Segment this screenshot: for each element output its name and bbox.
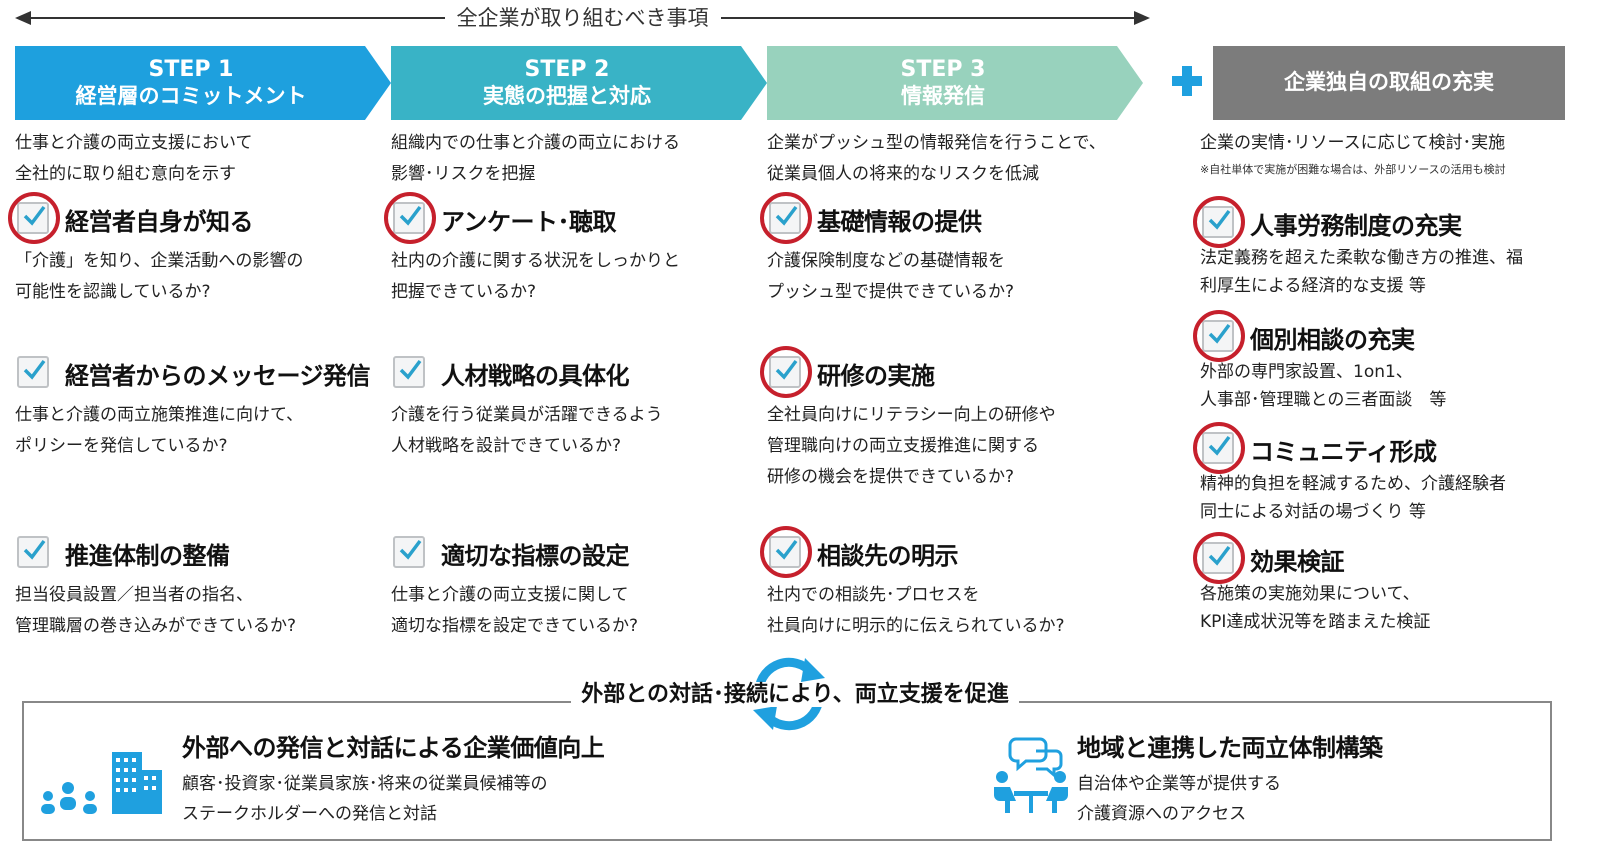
extra-item: 人事労務制度の充実 法定義務を超えた柔軟な働き方の推進、福利厚生による経済的な支… [1193,196,1523,300]
checklist-item: 相談先の明示 社内での相談先･プロセスを社員向けに明示的に伝えられているか? [760,526,1065,642]
item-title: 個別相談の充実 [1250,326,1415,354]
item-title: 経営者自身が知る [65,208,254,236]
plus-icon [1172,66,1202,96]
external-communication-block: 外部への発信と対話による企業価値向上 顧客･投資家･従業員家族･将来の従業員候補… [182,728,605,829]
checkbox-icon [17,356,49,388]
item-title: 適切な指標の設定 [441,542,630,570]
step2-column: 組織内での仕事と介護の両立における影響･リスクを把握 アンケート･聴取 社内の介… [384,128,761,636]
highlight-ring-icon [760,192,812,244]
bottom-left-title: 外部への発信と対話による企業価値向上 [182,734,605,762]
checkbox-icon [17,536,49,568]
bottom-right-title: 地域と連携した両立体制構築 [1077,734,1383,762]
bottom-right-desc: 自治体や企業等が提供する介護資源へのアクセス [1077,774,1281,824]
item-title: 経営者からのメッセージ発信 [65,362,371,390]
extra-item: 効果検証 各施策の実施効果について、KPI達成状況等を踏まえた検証 [1193,532,1431,636]
people-building-icon [41,752,162,814]
item-desc: 担当役員設置／担当者の指名、管理職層の巻き込みができているか? [15,585,297,636]
item-desc: 外部の専門家設置、1on1、人事部･管理職との三者面談 等 [1200,362,1447,410]
step3-intro: 企業がプッシュ型の情報発信を行うことで、従業員個人の将来的なリスクを低減 [767,133,1106,184]
bottom-title: 外部との対話･接続により、両立支援を促進 [0,676,1590,708]
checklist-item: 人材戦略の具体化 介護を行う従業員が活躍できるよう人材戦略を設計できているか? [391,350,663,462]
checkbox-icon [393,356,425,388]
step2-intro: 組織内での仕事と介護の両立における影響･リスクを把握 [391,133,680,184]
item-title: 効果検証 [1250,548,1345,576]
item-desc: 社内の介護に関する状況をしっかりと把握できているか? [391,251,680,302]
highlight-ring-icon [384,192,436,244]
item-title: アンケート･聴取 [441,208,617,236]
highlight-ring-icon [1193,196,1245,248]
item-desc: 介護を行う従業員が活躍できるよう人材戦略を設計できているか? [391,405,663,456]
checklist-item: 推進体制の整備 担当役員設置／担当者の指名、管理職層の巻き込みができているか? [15,530,296,642]
step3-header: STEP 3 情報発信 [767,46,1145,120]
meeting-table-icon [994,737,1068,813]
step3-number: STEP 3 [900,56,986,82]
item-desc: 「介護」を知り、企業活動への影響の可能性を認識しているか? [15,251,304,302]
highlight-ring-icon [760,346,812,398]
highlight-ring-icon [760,526,812,578]
checklist-item: 研修の実施 全社員向けにリテラシー向上の研修や管理職向けの両立支援推進に関する研… [760,346,1056,493]
step1-title: 経営層のコミットメント [75,83,307,108]
checkbox-icon [393,536,425,568]
step1-header: STEP 1 経営層のコミットメント [15,46,393,120]
bottom-left-desc: 顧客･投資家･従業員家族･将来の従業員候補等のステークホルダーへの発信と対話 [182,774,548,824]
step1-column: 仕事と介護の両立支援において全社的に取り組む意向を示す 経営者自身が知る 「介護… [8,128,385,636]
step3-column: 企業がプッシュ型の情報発信を行うことで、従業員個人の将来的なリスクを低減 基礎情… [760,128,1157,636]
item-desc: 社内での相談先･プロセスを社員向けに明示的に伝えられているか? [767,585,1065,636]
checklist-item: 適切な指標の設定 仕事と介護の両立支援に関して適切な指標を設定できているか? [391,530,638,642]
item-desc: 仕事と介護の両立支援に関して適切な指標を設定できているか? [391,585,639,636]
item-desc: 精神的負担を軽減するため、介護経験者同士による対話の場づくり 等 [1200,474,1506,522]
extra-item: 個別相談の充実 外部の専門家設置、1on1、人事部･管理職との三者面談 等 [1193,310,1447,414]
extra-column: 企業の実情･リソースに応じて検討･実施 ※自社単体で実施が困難な場合は、外部リソ… [1193,128,1590,632]
highlight-ring-icon [1193,422,1245,474]
item-desc: 仕事と介護の両立施策推進に向けて、ポリシーを発信しているか? [15,405,304,456]
item-desc: 全社員向けにリテラシー向上の研修や管理職向けの両立支援推進に関する研修の機会を提… [767,405,1056,487]
extra-item: コミュニティ形成 精神的負担を軽減するため、介護経験者同士による対話の場づくり … [1193,422,1506,526]
step1-intro: 仕事と介護の両立支援において全社的に取り組む意向を示す [15,133,253,184]
highlight-ring-icon [8,192,60,244]
checklist-item: 経営者自身が知る 「介護」を知り、企業活動への影響の可能性を認識しているか? [8,192,304,308]
extra-intro: 企業の実情･リソースに応じて検討･実施 [1200,133,1506,153]
checklist-item: アンケート･聴取 社内の介護に関する状況をしっかりと把握できているか? [384,192,680,308]
item-title: 研修の実施 [817,362,935,390]
item-desc: 法定義務を超えた柔軟な働き方の推進、福利厚生による経済的な支援 等 [1200,248,1523,296]
step2-header: STEP 2 実態の把握と対応 [391,46,769,120]
highlight-ring-icon [1193,532,1245,584]
item-title: 人材戦略の具体化 [441,362,630,390]
step1-number: STEP 1 [148,56,234,82]
extra-title: 企業独自の取組の充実 [1284,70,1494,95]
regional-collaboration-block: 地域と連携した両立体制構築 自治体や企業等が提供する介護資源へのアクセス [1077,728,1383,829]
step2-number: STEP 2 [524,56,610,82]
highlight-ring-icon [1193,310,1245,362]
item-title: 相談先の明示 [817,542,959,570]
cycle-arrows-icon [753,657,825,731]
extra-header: 企業独自の取組の充実 [1213,46,1565,120]
item-title: 基礎情報の提供 [817,208,982,236]
checklist-item: 基礎情報の提供 介護保険制度などの基礎情報をプッシュ型で提供できているか? [760,192,1015,308]
item-title: 人事労務制度の充実 [1250,212,1462,240]
step3-title: 情報発信 [901,83,985,108]
item-title: コミュニティ形成 [1250,438,1437,466]
extra-note: ※自社単体で実施が困難な場合は、外部リソースの活用も検討 [1200,163,1506,176]
item-title: 推進体制の整備 [65,542,230,570]
step2-title: 実態の把握と対応 [483,83,651,108]
item-desc: 各施策の実施効果について、KPI達成状況等を踏まえた検証 [1200,584,1431,632]
item-desc: 介護保険制度などの基礎情報をプッシュ型で提供できているか? [767,251,1015,302]
scope-label: 全企業が取り組むべき事項 [0,2,1165,32]
checklist-item: 経営者からのメッセージ発信 仕事と介護の両立施策推進に向けて、ポリシーを発信して… [15,350,371,462]
